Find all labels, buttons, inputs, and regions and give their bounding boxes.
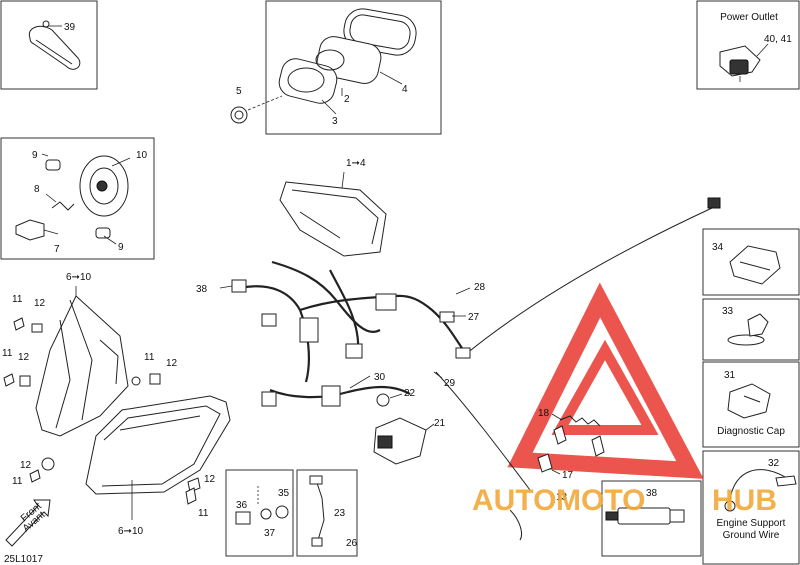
front-arrow	[5, 499, 51, 547]
callout-35: 35	[278, 488, 290, 499]
callout-31: 31	[724, 370, 736, 381]
headlamp-bulb-parts	[15, 153, 131, 245]
diagnostic-cap-title: Diagnostic Cap	[717, 426, 785, 437]
spring-cable-17-18	[537, 413, 605, 475]
callout-6-10-lower: 6➞10	[118, 526, 144, 537]
power-outlet-part	[719, 43, 769, 82]
inset-box-39	[0, 0, 98, 90]
callout-4: 4	[402, 84, 408, 95]
callout-8: 8	[34, 184, 40, 195]
callout-33: 33	[722, 306, 734, 317]
callout-12-d: 12	[20, 460, 32, 471]
callout-29: 29	[444, 378, 456, 389]
watermark-moto: MOTO	[556, 484, 645, 517]
grease-tube-part-38	[605, 507, 685, 525]
ground-wire-part-32	[724, 469, 797, 512]
engine-support-title-line2: Ground Wire	[723, 530, 780, 541]
callout-27: 27	[468, 312, 480, 323]
callout-23: 23	[334, 508, 346, 519]
rivet-part-33	[727, 313, 769, 346]
fasteners-11-12	[3, 317, 201, 505]
callout-28: 28	[474, 282, 486, 293]
callout-40-41: 40, 41	[764, 34, 792, 45]
callout-12-e: 12	[204, 474, 216, 485]
engine-support-title-line1: Engine Support	[717, 518, 786, 529]
diagnostic-cap-part-31	[727, 383, 771, 419]
left-headlamp	[35, 286, 129, 437]
callout-13: 13	[556, 492, 568, 503]
gauge-parts-1-4	[230, 8, 417, 124]
inset-box-power-outlet	[696, 0, 800, 90]
callout-22: 22	[404, 388, 416, 399]
parts-35-37	[235, 486, 289, 525]
watermark-text: AUTO MOTO HUB	[472, 484, 777, 517]
power-outlet-title: Power Outlet	[720, 12, 778, 23]
figure-code: 25L1017	[4, 554, 43, 565]
wiring-harness	[219, 197, 721, 541]
callout-21: 21	[434, 418, 446, 429]
callout-26: 26	[346, 538, 358, 549]
callout-38-tube: 38	[646, 488, 658, 499]
callout-3: 3	[332, 116, 338, 127]
inset-box-23-26	[296, 469, 358, 557]
parts-23-26	[309, 475, 325, 547]
right-headlamp	[85, 395, 231, 520]
inset-box-headlamp-bulb	[0, 137, 155, 260]
callout-12-c: 12	[166, 358, 178, 369]
callout-30: 30	[374, 372, 386, 383]
callout-5: 5	[236, 86, 242, 97]
callout-17: 17	[562, 470, 574, 481]
callout-11-a: 11	[12, 294, 23, 305]
callout-12-a: 12	[34, 298, 46, 309]
callout-37: 37	[264, 528, 276, 539]
callout-9-upper: 9	[32, 150, 38, 161]
callout-11-b: 11	[2, 348, 13, 359]
instrument-cluster	[279, 171, 387, 257]
callout-6-10-upper: 6➞10	[66, 272, 92, 283]
watermark-auto: AUTO	[472, 484, 556, 517]
callout-7: 7	[54, 244, 60, 255]
strap-part-39	[28, 20, 81, 70]
callout-38-harness: 38	[196, 284, 208, 295]
clip-part-34	[729, 245, 781, 285]
callout-9-lower: 9	[118, 242, 124, 253]
module-21-22	[373, 393, 435, 465]
callout-32: 32	[768, 458, 780, 469]
callout-1-4: 1➞4	[346, 158, 366, 169]
callout-11-c: 11	[144, 352, 155, 363]
callout-10: 10	[136, 150, 148, 161]
watermark-logo	[507, 282, 704, 479]
callout-11-d: 11	[12, 476, 23, 487]
callout-2: 2	[344, 94, 350, 105]
callout-18: 18	[538, 408, 550, 419]
watermark-hub: HUB	[712, 484, 777, 517]
callout-11-e: 11	[198, 508, 209, 519]
callout-36: 36	[236, 500, 248, 511]
callout-12-b: 12	[18, 352, 30, 363]
inset-box-engine-support	[702, 450, 800, 565]
callout-34: 34	[712, 242, 724, 253]
callout-39: 39	[64, 22, 76, 33]
